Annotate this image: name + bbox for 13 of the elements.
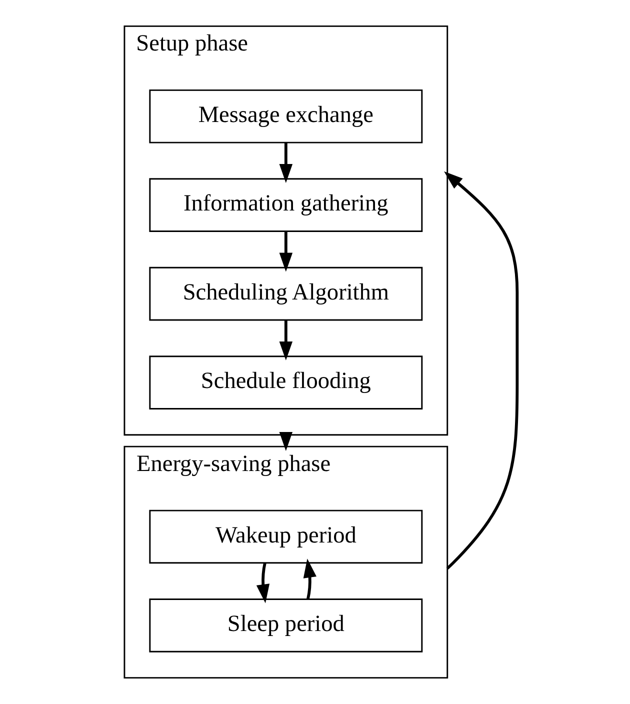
node-box: Sleep period	[149, 598, 423, 652]
arrow	[303, 558, 316, 600]
arrow	[279, 231, 293, 272]
node-box: Information gathering	[149, 178, 423, 232]
arrow	[256, 562, 270, 604]
arrow	[279, 432, 293, 451]
node-box: Wakeup period	[149, 510, 423, 564]
node-box: Schedule flooding	[149, 356, 423, 410]
arrow	[444, 171, 519, 570]
arrow	[279, 320, 293, 360]
arrow	[279, 142, 293, 183]
node-box: Scheduling Algorithm	[149, 266, 423, 321]
node-box: Message exchange	[149, 89, 423, 144]
